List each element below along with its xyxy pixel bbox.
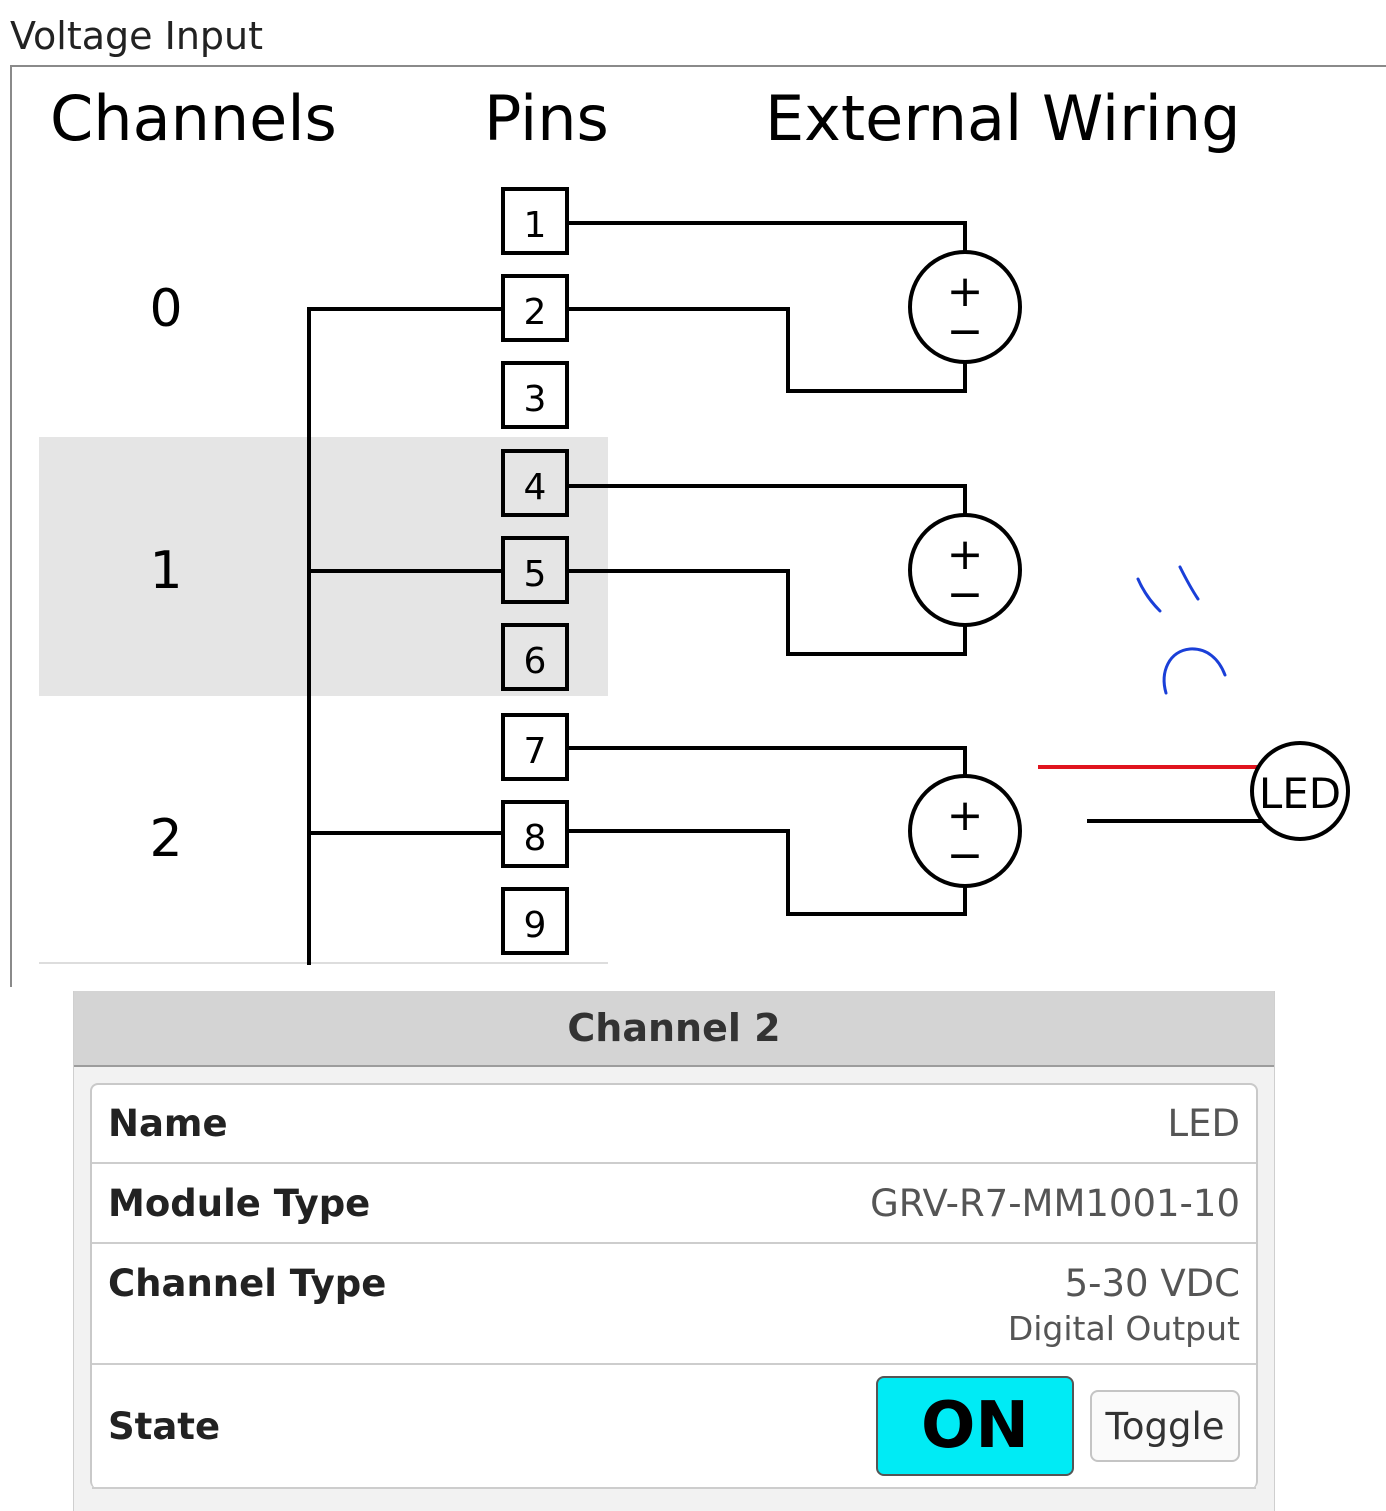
- channel-type-row: Channel Type 5-30 VDC Digital Output: [92, 1244, 1256, 1365]
- pin-2: 2: [501, 274, 569, 342]
- svg-text:9: 9: [524, 905, 547, 946]
- svg-text:7: 7: [524, 731, 547, 772]
- sad-face-doodle-icon: [1136, 565, 1227, 695]
- svg-text:LED: LED: [1259, 769, 1341, 818]
- pin-6: 6: [501, 623, 569, 691]
- pin-8: 8: [501, 800, 569, 868]
- svg-text:1: 1: [524, 205, 547, 246]
- svg-text:8: 8: [524, 818, 547, 859]
- external-wiring-header: External Wiring: [765, 82, 1241, 155]
- channel-type-value: 5-30 VDC: [1064, 1262, 1240, 1305]
- state-label: State: [108, 1404, 221, 1448]
- panel-title: Channel 2: [74, 991, 1274, 1067]
- svg-text:−: −: [947, 569, 984, 620]
- channel-0-label: 0: [149, 279, 182, 339]
- toggle-button[interactable]: Toggle: [1090, 1390, 1240, 1462]
- channel-properties-table: Name LED Module Type GRV-R7-MM1001-10 Ch…: [90, 1083, 1258, 1489]
- channels-header: Channels: [50, 82, 337, 155]
- name-row: Name LED: [92, 1085, 1256, 1164]
- channel-detail-panel: Channel 2 Name LED Module Type GRV-R7-MM…: [73, 991, 1275, 1511]
- module-type-value: GRV-R7-MM1001-10: [870, 1181, 1240, 1225]
- svg-text:3: 3: [524, 379, 547, 420]
- svg-text:+: +: [947, 529, 984, 580]
- svg-text:+: +: [947, 266, 984, 317]
- module-type-label: Module Type: [108, 1181, 371, 1225]
- svg-text:6: 6: [524, 641, 547, 682]
- svg-text:−: −: [947, 830, 984, 881]
- pin-7: 7: [501, 713, 569, 781]
- name-label: Name: [108, 1102, 228, 1145]
- svg-text:5: 5: [524, 554, 547, 595]
- voltage-source-icon: + −: [908, 774, 1022, 888]
- channel-1-label: 1: [149, 541, 182, 601]
- led-icon: LED: [1250, 741, 1350, 841]
- common-bus: [307, 307, 503, 965]
- svg-text:2: 2: [524, 292, 547, 333]
- section-legend: Voltage Input: [10, 14, 264, 58]
- pin-1: 1: [501, 187, 569, 255]
- voltage-source-icon: + −: [908, 250, 1022, 364]
- svg-text:+: +: [947, 790, 984, 841]
- voltage-source-icon: + −: [908, 513, 1022, 627]
- pin-4: 4: [501, 449, 569, 517]
- state-on-indicator: ON: [876, 1376, 1074, 1476]
- wiring-diagram: 0 1 2 1 2 3 4 5 6 7 8 9 + −: [39, 187, 1350, 965]
- name-value: LED: [1167, 1102, 1240, 1145]
- state-row: State ON Toggle: [92, 1365, 1256, 1489]
- pin-9: 9: [501, 887, 569, 955]
- module-type-row: Module Type GRV-R7-MM1001-10: [92, 1164, 1256, 1244]
- channel-type-subvalue: Digital Output: [1007, 1309, 1240, 1348]
- external-wires: [567, 221, 967, 916]
- section-border: [10, 65, 1386, 987]
- svg-text:4: 4: [524, 467, 547, 508]
- pin-5: 5: [501, 536, 569, 604]
- pins-header: Pins: [484, 82, 609, 155]
- channel-type-label: Channel Type: [108, 1262, 387, 1305]
- channel-2-label: 2: [149, 809, 182, 869]
- svg-text:−: −: [947, 306, 984, 357]
- pin-3: 3: [501, 361, 569, 429]
